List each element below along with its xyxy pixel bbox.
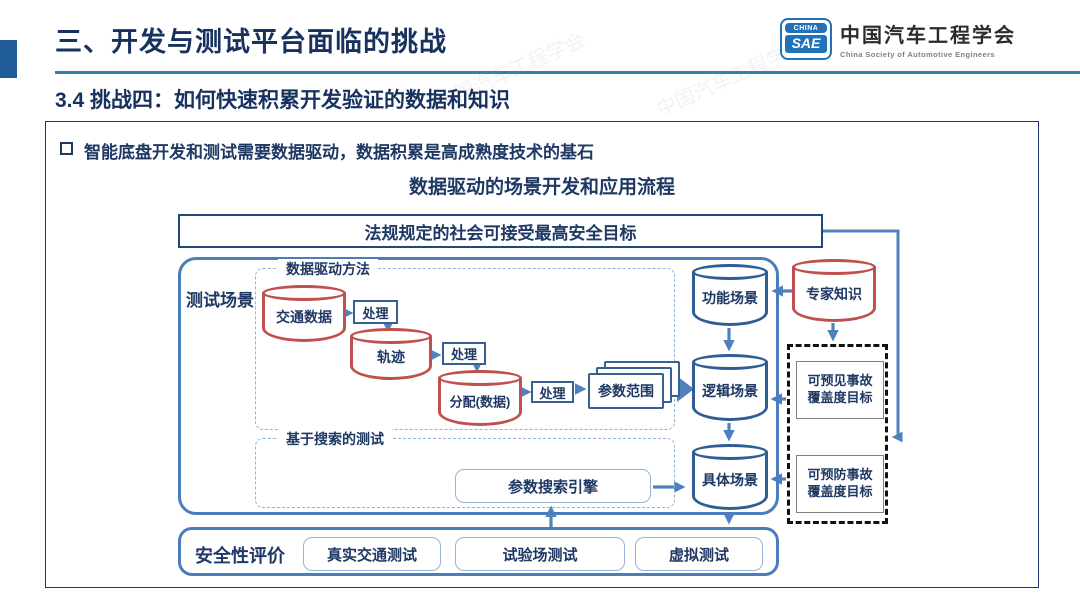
cylinder-body [792, 267, 876, 322]
proving-ground-test-box: 试验场测试 [455, 537, 625, 571]
bullet-text: 智能底盘开发和测试需要数据驱动，数据积累是高成熟度技术的基石 [84, 143, 594, 162]
cylinder-body [262, 293, 346, 342]
foreseeable-goal-line2: 覆盖度目标 [807, 390, 873, 405]
functional-scenario-label: 功能场景 [702, 290, 758, 307]
coverage-goals-group: 可预见事故 覆盖度目标 可预防事故 覆盖度目标 [787, 344, 888, 524]
page-title: 三、开发与测试平台面临的挑战 [55, 27, 447, 57]
cylinder-cap [438, 370, 522, 386]
badge-china-label: CHINA [785, 23, 827, 33]
real-traffic-test-box: 真实交通测试 [303, 537, 441, 571]
cylinder-body [692, 272, 768, 326]
process-box-1: 处理 [353, 300, 398, 324]
param-range-label: 参数范围 [588, 373, 664, 409]
param-range-doc-stack: 参数范围 [588, 361, 682, 411]
traffic-data-label: 交通数据 [276, 308, 332, 325]
concrete-scenario-cylinder: 具体场景 [692, 444, 768, 510]
data-driven-method-group: 数据驱动方法 [255, 259, 675, 430]
square-bullet-icon [60, 142, 73, 155]
legal-safety-goal-box: 法规规定的社会可接受最高安全目标 [178, 214, 823, 248]
virtual-test-box: 虚拟测试 [635, 537, 763, 571]
title-accent-bar [0, 40, 17, 78]
cylinder-cap [692, 354, 768, 370]
allocation-label: 分配(数据) [449, 394, 511, 410]
preventable-goal-line2: 覆盖度目标 [807, 484, 873, 499]
cylinder-cap [692, 444, 768, 460]
safety-evaluation-label: 安全性评价 [195, 546, 285, 566]
functional-scenario-cylinder: 功能场景 [692, 264, 768, 326]
allocation-cylinder: 分配(数据) [438, 370, 522, 426]
test-scenarios-label: 测试场景 [186, 291, 254, 310]
preventable-goal-line1: 可预防事故 [807, 467, 873, 483]
expert-knowledge-cylinder: 专家知识 [792, 259, 876, 322]
cylinder-cap [692, 264, 768, 280]
cylinder-cap [350, 328, 432, 344]
cylinder-body [438, 378, 522, 426]
param-search-engine-box: 参数搜索引擎 [455, 469, 651, 503]
cylinder-body [692, 452, 768, 510]
safety-evaluation-container: 安全性评价 真实交通测试 试验场测试 虚拟测试 [178, 527, 779, 576]
trajectory-cylinder: 轨迹 [350, 328, 432, 380]
process-box-2: 处理 [442, 342, 486, 365]
sae-badge-icon: CHINA SAE [780, 18, 832, 60]
logo-org-name-en: China Society of Automotive Engineers [840, 50, 995, 59]
concrete-scenario-label: 具体场景 [702, 472, 758, 489]
csae-logo: CHINA SAE 中国汽车工程学会 China Society of Auto… [780, 18, 1016, 60]
foreseeable-accident-goal-box: 可预见事故 覆盖度目标 [796, 361, 884, 419]
logo-text: 中国汽车工程学会 China Society of Automotive Eng… [840, 19, 1016, 59]
data-driven-method-label: 数据驱动方法 [278, 259, 378, 279]
section-subtitle: 3.4 挑战四：如何快速积累开发验证的数据和知识 [55, 89, 511, 112]
title-underline [55, 71, 1080, 74]
search-based-testing-group: 基于搜索的测试 [255, 429, 675, 508]
logical-scenario-label: 逻辑场景 [702, 382, 758, 399]
bullet-item: 智能底盘开发和测试需要数据驱动，数据积累是高成熟度技术的基石 [60, 138, 594, 163]
logo-org-name-cn: 中国汽车工程学会 [840, 25, 1016, 47]
trajectory-label: 轨迹 [377, 349, 405, 366]
expert-knowledge-label: 专家知识 [806, 285, 862, 302]
diagram-title: 数据驱动的场景开发和应用流程 [408, 177, 675, 198]
cylinder-cap [792, 259, 876, 275]
badge-sae-label: SAE [785, 35, 827, 53]
search-based-testing-label: 基于搜索的测试 [278, 429, 392, 449]
cylinder-body [692, 362, 768, 421]
test-scenarios-container: 测试场景 [178, 257, 779, 515]
process-box-3: 处理 [531, 381, 574, 403]
traffic-data-cylinder: 交通数据 [262, 285, 346, 342]
foreseeable-goal-line1: 可预见事故 [807, 373, 873, 389]
cylinder-cap [262, 285, 346, 301]
logical-scenario-cylinder: 逻辑场景 [692, 354, 768, 421]
preventable-accident-goal-box: 可预防事故 覆盖度目标 [796, 455, 884, 513]
